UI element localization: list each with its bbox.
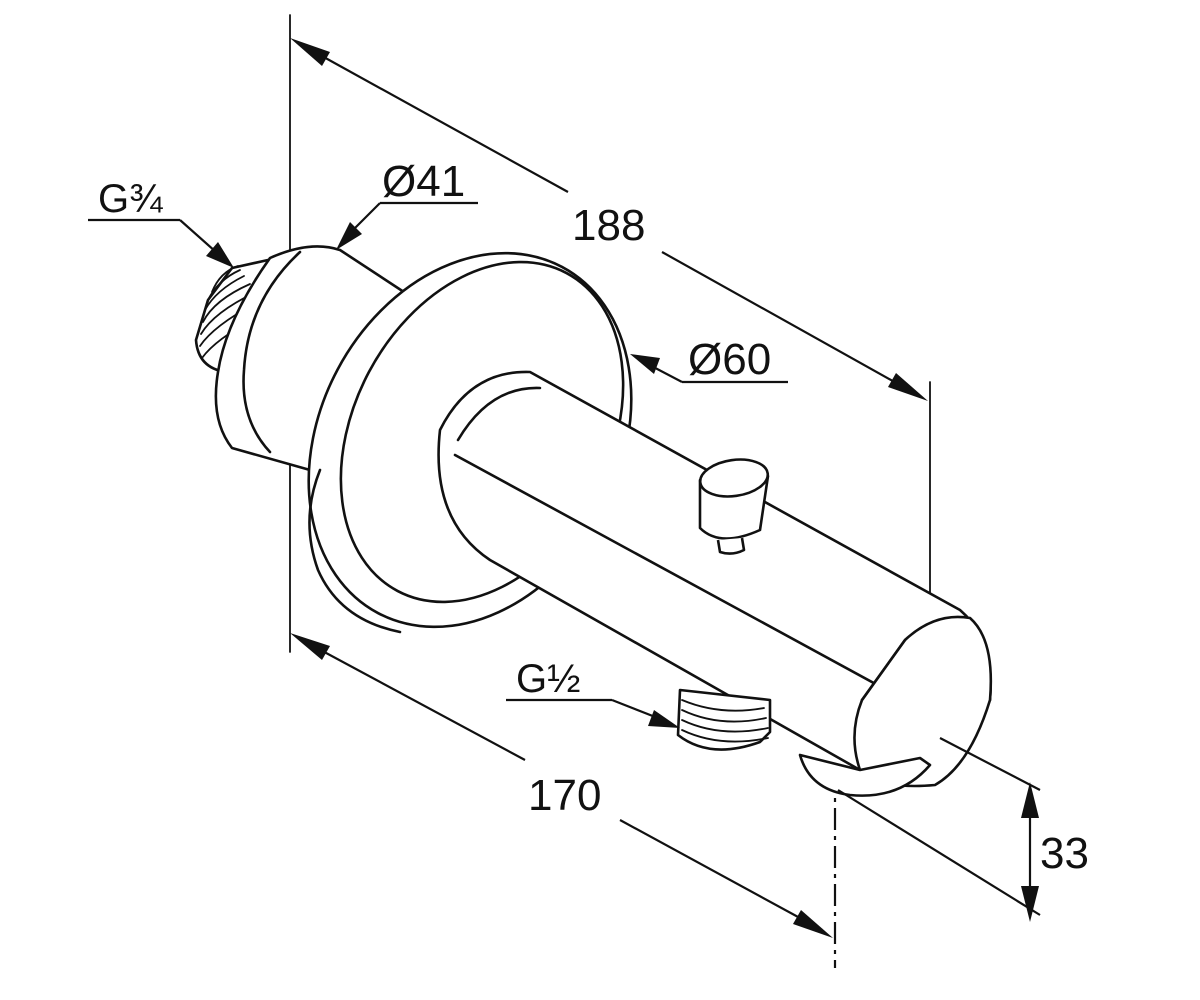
- top-pin: [698, 458, 770, 555]
- leader-diameter-41: Ø41: [336, 157, 478, 250]
- pipe-diameter-label: Ø41: [382, 157, 465, 206]
- dimension-33: 33: [837, 737, 1089, 922]
- main-bar: [437, 370, 993, 788]
- leader-inlet-thread: G¾: [88, 177, 234, 268]
- outlet-thread-label: G½: [516, 657, 580, 701]
- wall-length-label: 170: [528, 771, 601, 820]
- outlet-height-label: 33: [1040, 829, 1089, 878]
- overall-length-label: 188: [572, 201, 645, 250]
- rosette-diameter-label: Ø60: [688, 335, 771, 384]
- leader-diameter-60: Ø60: [630, 335, 788, 384]
- pipe-segment: [214, 245, 412, 472]
- dimension-170: 170: [290, 633, 833, 938]
- inlet-thread-label: G¾: [98, 177, 163, 221]
- wall-outlet-body: [194, 245, 993, 797]
- leader-outlet-thread: G½: [506, 657, 680, 728]
- dimension-188: 188: [290, 38, 928, 401]
- outlet-thread-nipple: [676, 688, 932, 797]
